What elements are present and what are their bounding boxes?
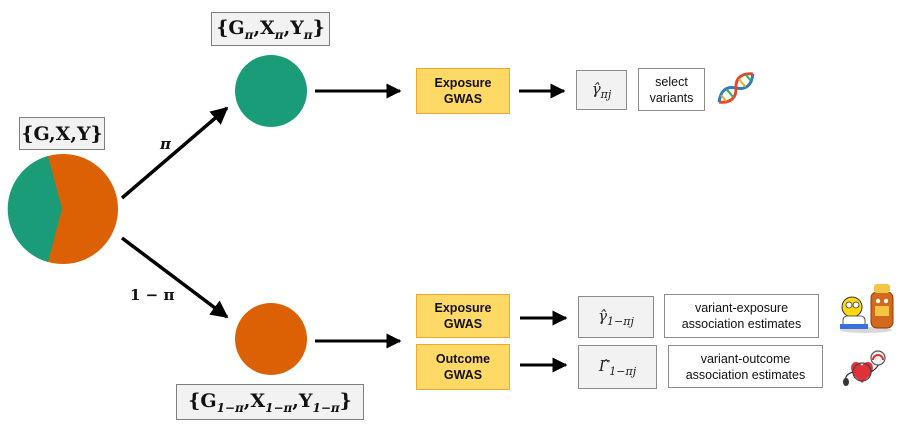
gamma-1-minus-pi-estimate: γ̂1−πj	[578, 296, 654, 338]
arrow-to-lower-subsample	[120, 236, 229, 319]
pie-teal-slice	[7, 156, 63, 262]
heart-blood-pressure-icon	[843, 350, 886, 386]
arrow-to-upper-subsample	[120, 106, 229, 200]
gamma-pi-estimate: γ̂πj	[576, 70, 627, 110]
upper-subsample-circle	[235, 55, 307, 127]
upper-subsample-label: {Gπ,Xπ,Yπ}	[211, 12, 330, 46]
upper-branch-label: π	[160, 135, 171, 153]
exposure-gwas-top: Exposure GWAS	[416, 68, 510, 114]
lower-branch-label: 1 − π	[130, 286, 175, 304]
dna-icon	[717, 72, 755, 104]
select-variants-box: select variants	[638, 68, 705, 111]
outcome-gwas-bottom: Outcome GWAS	[416, 344, 510, 390]
variant-exposure-box: variant-exposure association estimates	[664, 294, 819, 338]
full-sample-pie	[7, 154, 118, 264]
lower-subsample-circle	[235, 303, 307, 375]
full-sample-label: {G,X,Y}	[19, 117, 105, 150]
exposure-gwas-bottom: Exposure GWAS	[416, 294, 510, 338]
lower-subsample-label: {G1−π,X1−π,Y1−π}	[176, 384, 364, 420]
beer-character-icon	[840, 284, 894, 333]
variant-outcome-box: variant-outcome association estimates	[668, 345, 823, 388]
Gamma-1-minus-pi-estimate: Γ̂1−πj	[578, 345, 657, 389]
